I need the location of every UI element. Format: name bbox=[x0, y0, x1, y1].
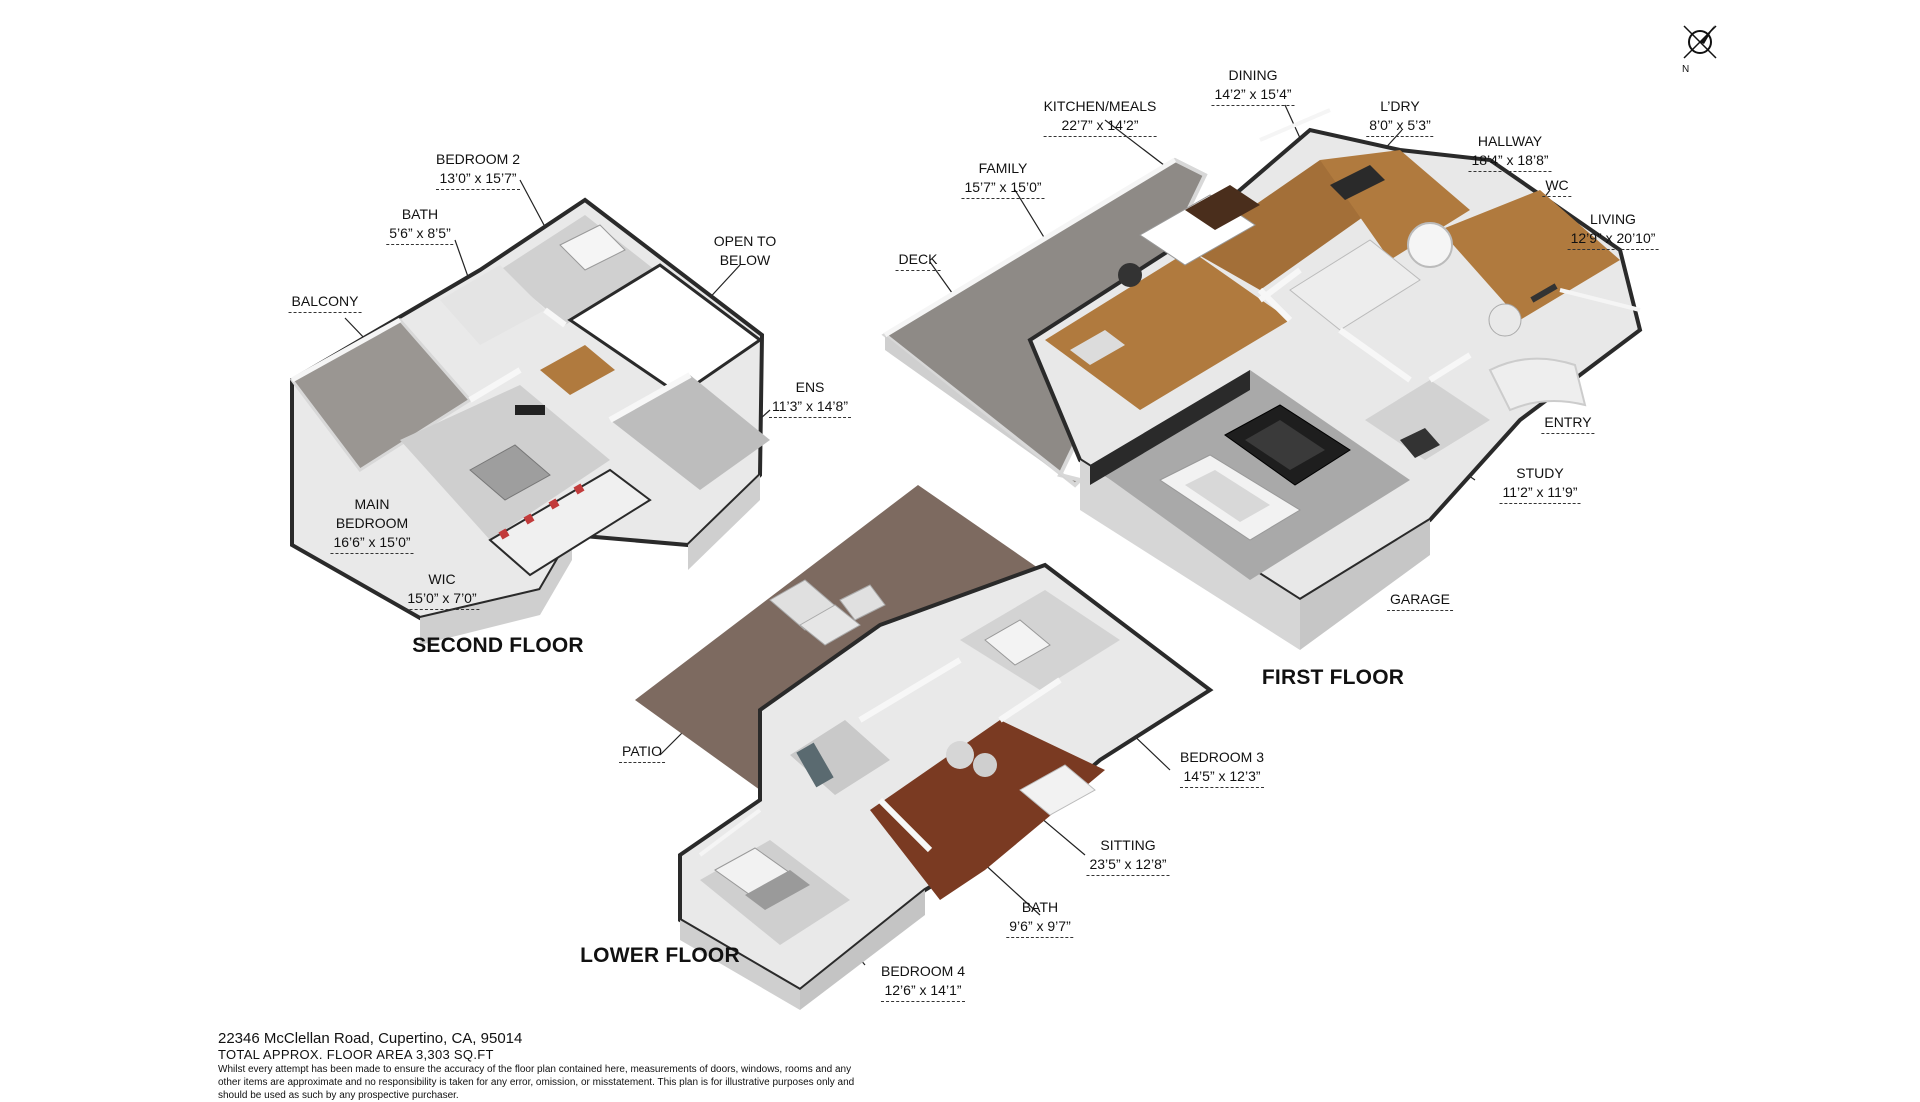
room-name: SITTING bbox=[1100, 837, 1156, 853]
room-name: MAIN BEDROOM bbox=[335, 496, 409, 531]
room-label-garage: GARAGE bbox=[1387, 590, 1453, 611]
room-name: DECK bbox=[895, 250, 941, 271]
room-name: L’DRY bbox=[1380, 98, 1420, 114]
room-name: BEDROOM 2 bbox=[435, 151, 521, 167]
garage-cars bbox=[1159, 404, 1351, 541]
room-name: GARAGE bbox=[1387, 590, 1453, 611]
room-label-hallway: HALLWAY 18’4” x 18’8” bbox=[1468, 132, 1552, 172]
room-name: KITCHEN/MEALS bbox=[1043, 98, 1157, 114]
room-label-wc: WC bbox=[1542, 176, 1572, 197]
room-name: WC bbox=[1542, 176, 1572, 197]
compass-north-label: N bbox=[1682, 64, 1689, 75]
room-label-ens: ENS 11’3” x 14’8” bbox=[768, 378, 852, 418]
room-dimensions: 15’7” x 15’0” bbox=[961, 178, 1045, 199]
room-label-wic: WIC 15’0” x 7’0” bbox=[404, 570, 480, 610]
room-name: DINING bbox=[1228, 67, 1278, 83]
room-label-bedroom4: BEDROOM 4 12’6” x 14’1” bbox=[880, 962, 966, 1002]
room-dimensions: 12’9” x 20’10” bbox=[1567, 229, 1659, 250]
total-floor-area: TOTAL APPROX. FLOOR AREA 3,303 SQ.FT bbox=[218, 1047, 494, 1062]
room-label-entry: ENTRY bbox=[1541, 413, 1595, 434]
room-name: BATH bbox=[1021, 899, 1059, 915]
room-name: ENS bbox=[795, 379, 825, 395]
disclaimer-text: Whilst every attempt has been made to en… bbox=[218, 1064, 855, 1101]
lower-floor-plan bbox=[635, 485, 1214, 1010]
room-name: LIVING bbox=[1590, 211, 1636, 227]
room-label-laundry: L’DRY 8’0” x 5’3” bbox=[1366, 97, 1434, 137]
floor-title-lower: LOWER FLOOR bbox=[580, 944, 740, 967]
room-label-deck: DECK bbox=[895, 250, 941, 271]
room-name: FAMILY bbox=[978, 160, 1028, 176]
first-floor-plan bbox=[881, 108, 1643, 650]
room-label-bath-lower: BATH 9’6” x 9’7” bbox=[1006, 898, 1074, 938]
room-label-open-to-below: OPEN TO BELOW bbox=[700, 232, 790, 270]
room-dimensions: 23’5” x 12’8” bbox=[1086, 855, 1170, 876]
room-name: HALLWAY bbox=[1477, 133, 1543, 149]
room-label-balcony: BALCONY bbox=[288, 292, 362, 313]
room-dimensions: 5’6” x 8’5” bbox=[386, 224, 454, 245]
room-name: WIC bbox=[428, 571, 456, 587]
room-name: ENTRY bbox=[1541, 413, 1595, 434]
room-label-family: FAMILY 15’7” x 15’0” bbox=[961, 159, 1045, 199]
room-dimensions: 14’5” x 12’3” bbox=[1179, 767, 1265, 788]
room-dimensions: 18’4” x 18’8” bbox=[1468, 151, 1552, 172]
room-label-dining: DINING 14’2” x 15’4” bbox=[1211, 66, 1295, 106]
second-floor-plan bbox=[289, 197, 770, 645]
room-name: BEDROOM 4 bbox=[880, 963, 966, 979]
room-label-bedroom3: BEDROOM 3 14’5” x 12’3” bbox=[1179, 748, 1265, 788]
property-address: 22346 McClellan Road, Cupertino, CA, 950… bbox=[218, 1030, 523, 1047]
compass-icon: N bbox=[1682, 25, 1717, 75]
room-dimensions: 14’2” x 15’4” bbox=[1211, 85, 1295, 106]
room-dimensions: 13’0” x 15’7” bbox=[435, 169, 521, 190]
room-label-study: STUDY 11’2” x 11’9” bbox=[1499, 464, 1581, 504]
room-label-bedroom2: BEDROOM 2 13’0” x 15’7” bbox=[435, 150, 521, 190]
room-dimensions: 15’0” x 7’0” bbox=[404, 589, 480, 610]
room-label-living: LIVING 12’9” x 20’10” bbox=[1567, 210, 1659, 250]
room-dimensions: 9’6” x 9’7” bbox=[1006, 917, 1074, 938]
room-name: STUDY bbox=[1516, 465, 1564, 481]
room-label-kitchen: KITCHEN/MEALS 22’7” x 14’2” bbox=[1043, 97, 1157, 137]
property-footer: 22346 McClellan Road, Cupertino, CA, 950… bbox=[218, 1030, 858, 1102]
room-name: BALCONY bbox=[288, 292, 362, 313]
room-name: BEDROOM 3 bbox=[1179, 749, 1265, 765]
room-dimensions: 11’2” x 11’9” bbox=[1499, 483, 1581, 504]
room-dimensions: 8’0” x 5’3” bbox=[1366, 116, 1434, 137]
room-dimensions: 22’7” x 14’2” bbox=[1043, 116, 1157, 137]
room-label-patio: PATIO bbox=[619, 742, 665, 763]
room-name: BATH bbox=[401, 206, 439, 222]
floor-title-first: FIRST FLOOR bbox=[1261, 666, 1405, 689]
floor-title-second: SECOND FLOOR bbox=[412, 634, 584, 657]
room-name: PATIO bbox=[619, 742, 665, 763]
room-name: OPEN TO BELOW bbox=[713, 233, 777, 268]
room-label-sitting: SITTING 23’5” x 12’8” bbox=[1086, 836, 1170, 876]
room-dimensions: 11’3” x 14’8” bbox=[768, 397, 852, 418]
room-label-bath-upper: BATH 5’6” x 8’5” bbox=[386, 205, 454, 245]
room-label-main-bedroom: MAIN BEDROOM 16’6” x 15’0” bbox=[330, 495, 414, 554]
room-dimensions: 12’6” x 14’1” bbox=[880, 981, 966, 1002]
room-dimensions: 16’6” x 15’0” bbox=[330, 533, 414, 554]
